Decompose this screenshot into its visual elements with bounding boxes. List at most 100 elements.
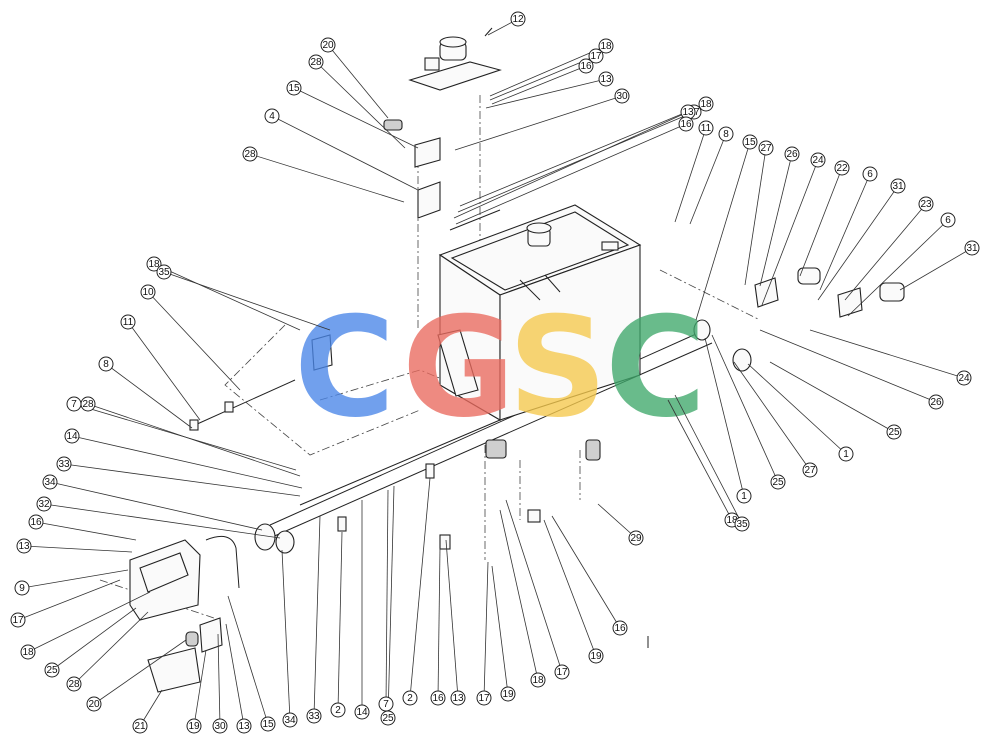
callout-13: 13	[598, 71, 614, 87]
callout-12: 12	[510, 11, 526, 27]
callout-9: 9	[14, 580, 30, 596]
watermark-letter: G	[402, 287, 515, 448]
callout-circle	[282, 712, 298, 728]
callout-25: 25	[770, 474, 786, 490]
callout-number: 17	[556, 667, 568, 678]
callout-6: 6	[940, 212, 956, 228]
callout-number: 30	[616, 91, 628, 102]
leader-line	[667, 399, 733, 521]
callout-number: 34	[284, 715, 296, 726]
callout-circle	[956, 370, 972, 386]
callout-18: 18	[598, 38, 614, 54]
leader-line	[485, 78, 607, 109]
leader-line	[35, 521, 137, 541]
leader-line	[153, 263, 301, 331]
callout-number: 23	[920, 199, 932, 210]
callout-circle	[120, 314, 136, 330]
bracket-upper-left	[383, 119, 441, 219]
leader-line	[817, 185, 899, 301]
callout-number: 17	[12, 615, 24, 626]
callout-circle	[212, 718, 228, 734]
callout-10: 10	[140, 284, 156, 300]
callout-circle	[698, 120, 714, 136]
callout-circle	[402, 690, 418, 706]
callout-number: 17	[590, 51, 602, 62]
callout-circle	[44, 662, 60, 678]
leader-line	[769, 361, 895, 433]
callout-number: 32	[38, 499, 50, 510]
leader-line	[489, 55, 597, 101]
callout-28: 28	[80, 396, 96, 412]
leader-line	[799, 167, 843, 277]
callout-circle	[308, 54, 324, 70]
watermark-letter: S	[508, 287, 607, 448]
callout-27: 27	[758, 140, 774, 156]
leader-line	[489, 45, 607, 97]
callout-number: 19	[188, 721, 200, 732]
callout-35: 35	[734, 516, 750, 532]
callout-33: 33	[306, 708, 322, 724]
callout-number: 16	[580, 61, 592, 72]
leader-line	[281, 549, 291, 721]
callout-circle	[810, 152, 826, 168]
leader-line	[695, 141, 751, 321]
axle-components	[189, 329, 601, 554]
callout-number: 27	[804, 465, 816, 476]
callout-2: 2	[330, 702, 346, 718]
leader-line	[327, 44, 389, 119]
callout-circle	[260, 716, 276, 732]
callout-circle	[554, 664, 570, 680]
leader-line	[21, 569, 129, 589]
leader-line	[457, 111, 695, 213]
callout-number: 6	[945, 215, 951, 226]
callout-circle	[236, 718, 252, 734]
callout-number: 22	[836, 163, 848, 174]
callout-1: 1	[736, 488, 752, 504]
callout-14: 14	[64, 428, 80, 444]
leader-line	[899, 247, 973, 291]
callout-11: 11	[698, 120, 714, 136]
callout-number: 18	[726, 515, 738, 526]
callout-number: 28	[244, 149, 256, 160]
callout-circle	[354, 704, 370, 720]
callout-number: 7	[71, 399, 77, 410]
callout-circle	[28, 514, 44, 530]
callout-circle	[802, 462, 818, 478]
callout-circle	[186, 718, 202, 734]
callout-circle	[758, 140, 774, 156]
callout-circle	[264, 108, 280, 124]
callout-29: 29	[628, 530, 644, 546]
callout-circle	[628, 530, 644, 546]
callout-number: 19	[590, 651, 602, 662]
callout-number: 28	[310, 57, 322, 68]
callout-number: 29	[630, 533, 642, 544]
callout-number: 26	[930, 397, 942, 408]
leader-line	[543, 519, 597, 657]
callout-number: 35	[158, 267, 170, 278]
leader-line	[455, 123, 687, 225]
callout-circle	[734, 516, 750, 532]
callout-number: 13	[238, 721, 250, 732]
callout-35: 35	[156, 264, 172, 280]
callout-number: 19	[502, 689, 514, 700]
callout-circle	[16, 538, 32, 554]
callout-number: 24	[958, 373, 970, 384]
callout-circle	[500, 686, 516, 702]
callout-30: 30	[212, 718, 228, 734]
callout-number: 10	[142, 287, 154, 298]
callout-4: 4	[264, 108, 280, 124]
callout-number: 14	[66, 431, 78, 442]
callout-number: 18	[532, 675, 544, 686]
callout-6: 6	[862, 166, 878, 182]
callout-11: 11	[120, 314, 136, 330]
leader-line	[225, 623, 245, 727]
callout-number: 13	[682, 107, 694, 118]
callout-24: 24	[956, 370, 972, 386]
callout-13: 13	[450, 690, 466, 706]
callout-number: 35	[736, 519, 748, 530]
leader-line	[23, 545, 133, 553]
callout-16: 16	[612, 620, 628, 636]
callout-circle	[430, 690, 446, 706]
callout-circle	[890, 178, 906, 194]
leader-line	[499, 509, 539, 681]
